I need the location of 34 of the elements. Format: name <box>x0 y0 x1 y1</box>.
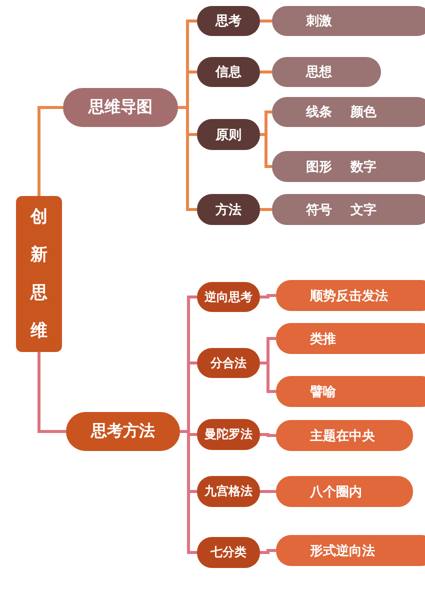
root-box: 创新思维 <box>16 196 62 352</box>
connector-line <box>260 133 272 168</box>
subtopic-pill: 方法 <box>197 194 260 225</box>
leaf-pill: 譬喻 <box>276 376 425 407</box>
leaf-pill: 形式逆向法 <box>276 535 425 566</box>
subtopic-pill: 分合法 <box>197 348 260 378</box>
connector-line <box>260 362 276 393</box>
leaf-pill: 主题在中央 <box>276 420 413 451</box>
leaf-pill: 图形 数字 <box>272 151 425 182</box>
connector-line <box>260 208 272 211</box>
connector-line <box>38 106 63 196</box>
connector-line <box>260 490 276 493</box>
subtopic-pill: 信息 <box>197 57 260 87</box>
subtopic-pill: 思考 <box>197 6 260 36</box>
leaf-pill: 八个圈内 <box>276 476 413 507</box>
subtopic-pill: 原则 <box>197 119 260 150</box>
subtopic-pill: 七分类 <box>197 537 260 568</box>
connector-line <box>38 352 66 433</box>
connector-line <box>260 549 276 554</box>
leaf-pill: 类推 <box>276 323 425 354</box>
topic-pill: 思维导图 <box>63 88 178 127</box>
leaf-pill: 思想 <box>272 57 381 87</box>
connector-line <box>260 20 272 22</box>
leaf-pill: 刺激 <box>272 6 425 36</box>
connector-line <box>260 294 276 298</box>
subtopic-pill: 曼陀罗法 <box>197 419 260 450</box>
connector-line <box>260 433 276 437</box>
leaf-pill: 线条 颜色 <box>272 97 425 127</box>
subtopic-pill: 逆向思考 <box>197 282 260 312</box>
leaf-pill: 顺势反击发法 <box>276 280 425 311</box>
connector-line <box>260 70 272 74</box>
subtopic-pill: 九宫格法 <box>197 476 260 507</box>
topic-pill: 思考方法 <box>66 412 180 451</box>
leaf-pill: 符号 文字 <box>272 194 425 225</box>
